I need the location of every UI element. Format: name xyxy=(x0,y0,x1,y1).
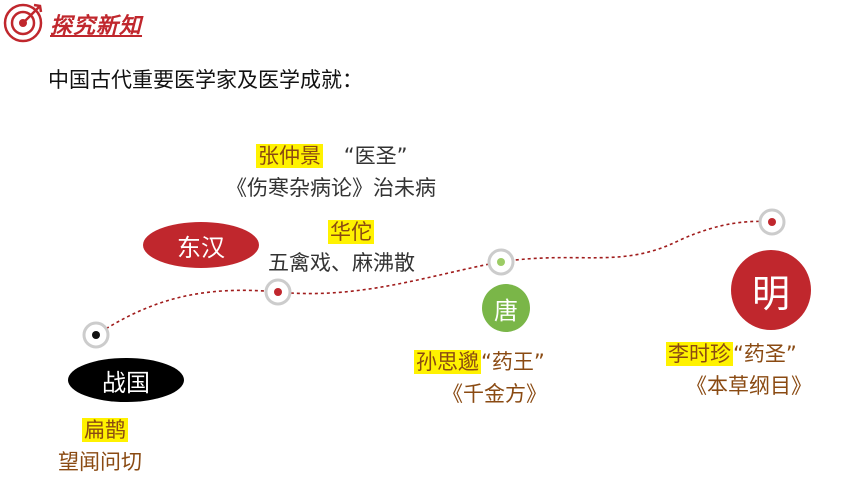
doctor-zhangzhongjing-header: 张仲景 “医圣” xyxy=(256,140,407,170)
period-zhanguo-label: 战国 xyxy=(102,368,150,397)
doctor-sunsimiao-name: 孙思邈 xyxy=(414,350,481,374)
period-ming-label: 明 xyxy=(751,271,790,316)
doctor-lishizhen-name: 李时珍 xyxy=(666,342,733,366)
period-donghan: 东汉 xyxy=(143,222,259,268)
doctor-zhangzhongjing-achievement: 《伤寒杂病论》治未病 xyxy=(226,176,436,200)
doctor-zhangzhongjing-name: 张仲景 xyxy=(256,144,323,168)
period-tang-label: 唐 xyxy=(494,296,518,325)
timeline-node-donghan xyxy=(264,278,292,306)
subtitle: 中国古代重要医学家及医学成就： xyxy=(48,68,363,92)
doctor-lishizhen-header: 李时珍“药圣” xyxy=(666,338,797,368)
timeline-node-ming xyxy=(758,208,786,236)
period-tang: 唐 xyxy=(482,284,530,332)
doctor-huatuo-name: 华佗 xyxy=(328,220,374,244)
timeline-node-zhanguo xyxy=(82,321,110,349)
doctor-sunsimiao-title: “药王” xyxy=(481,350,545,374)
doctor-bianque-header: 扁鹊 xyxy=(82,414,128,444)
timeline-curve xyxy=(95,220,773,336)
doctor-huatuo-achievement: 五禽戏、麻沸散 xyxy=(268,251,415,275)
doctor-lishizhen-achievement: 《本草纲目》 xyxy=(686,374,812,398)
doctor-bianque-achievement: 望闻问切 xyxy=(58,450,142,474)
doctor-lishizhen-title: “药圣” xyxy=(733,342,797,366)
doctor-zhangzhongjing-title: “医圣” xyxy=(343,144,408,168)
doctor-huatuo-header: 华佗 xyxy=(328,216,374,246)
target-icon xyxy=(3,3,43,43)
timeline-node-tang xyxy=(487,248,515,276)
header-title: 探究新知 xyxy=(50,14,143,39)
doctor-bianque-name: 扁鹊 xyxy=(82,418,128,442)
period-ming: 明 xyxy=(731,250,811,330)
doctor-sunsimiao-achievement: 《千金方》 xyxy=(442,382,547,406)
doctor-sunsimiao-header: 孙思邈“药王” xyxy=(414,346,545,376)
period-zhanguo: 战国 xyxy=(68,358,184,402)
period-donghan-label: 东汉 xyxy=(177,233,225,262)
